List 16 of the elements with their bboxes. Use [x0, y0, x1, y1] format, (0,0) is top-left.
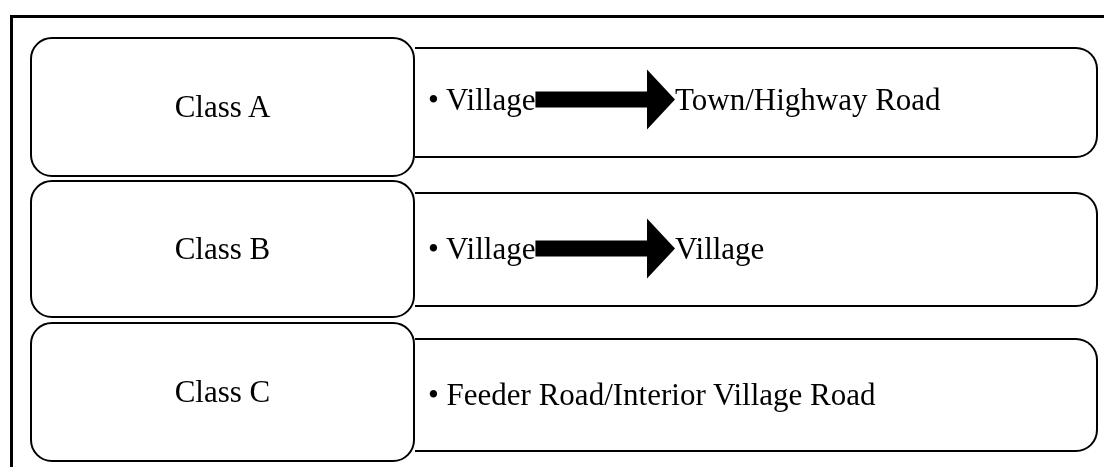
class-box [30, 180, 415, 318]
class-box [30, 322, 415, 462]
description-text: Town/Highway Road [675, 81, 941, 119]
description-box [415, 338, 1098, 452]
class-label: Class B [174, 230, 271, 268]
description-text: Village [675, 230, 765, 268]
class-label: Class A [174, 88, 271, 126]
description-box [415, 192, 1098, 307]
block-arrow [535, 69, 675, 130]
description-text: • Village [428, 81, 536, 119]
block-arrow [535, 218, 675, 279]
description-text: • Village [428, 230, 536, 268]
description-text: • Feeder Road/Interior Village Road [428, 376, 876, 414]
class-box [30, 37, 415, 177]
class-label: Class C [174, 373, 271, 411]
description-box [415, 47, 1098, 158]
